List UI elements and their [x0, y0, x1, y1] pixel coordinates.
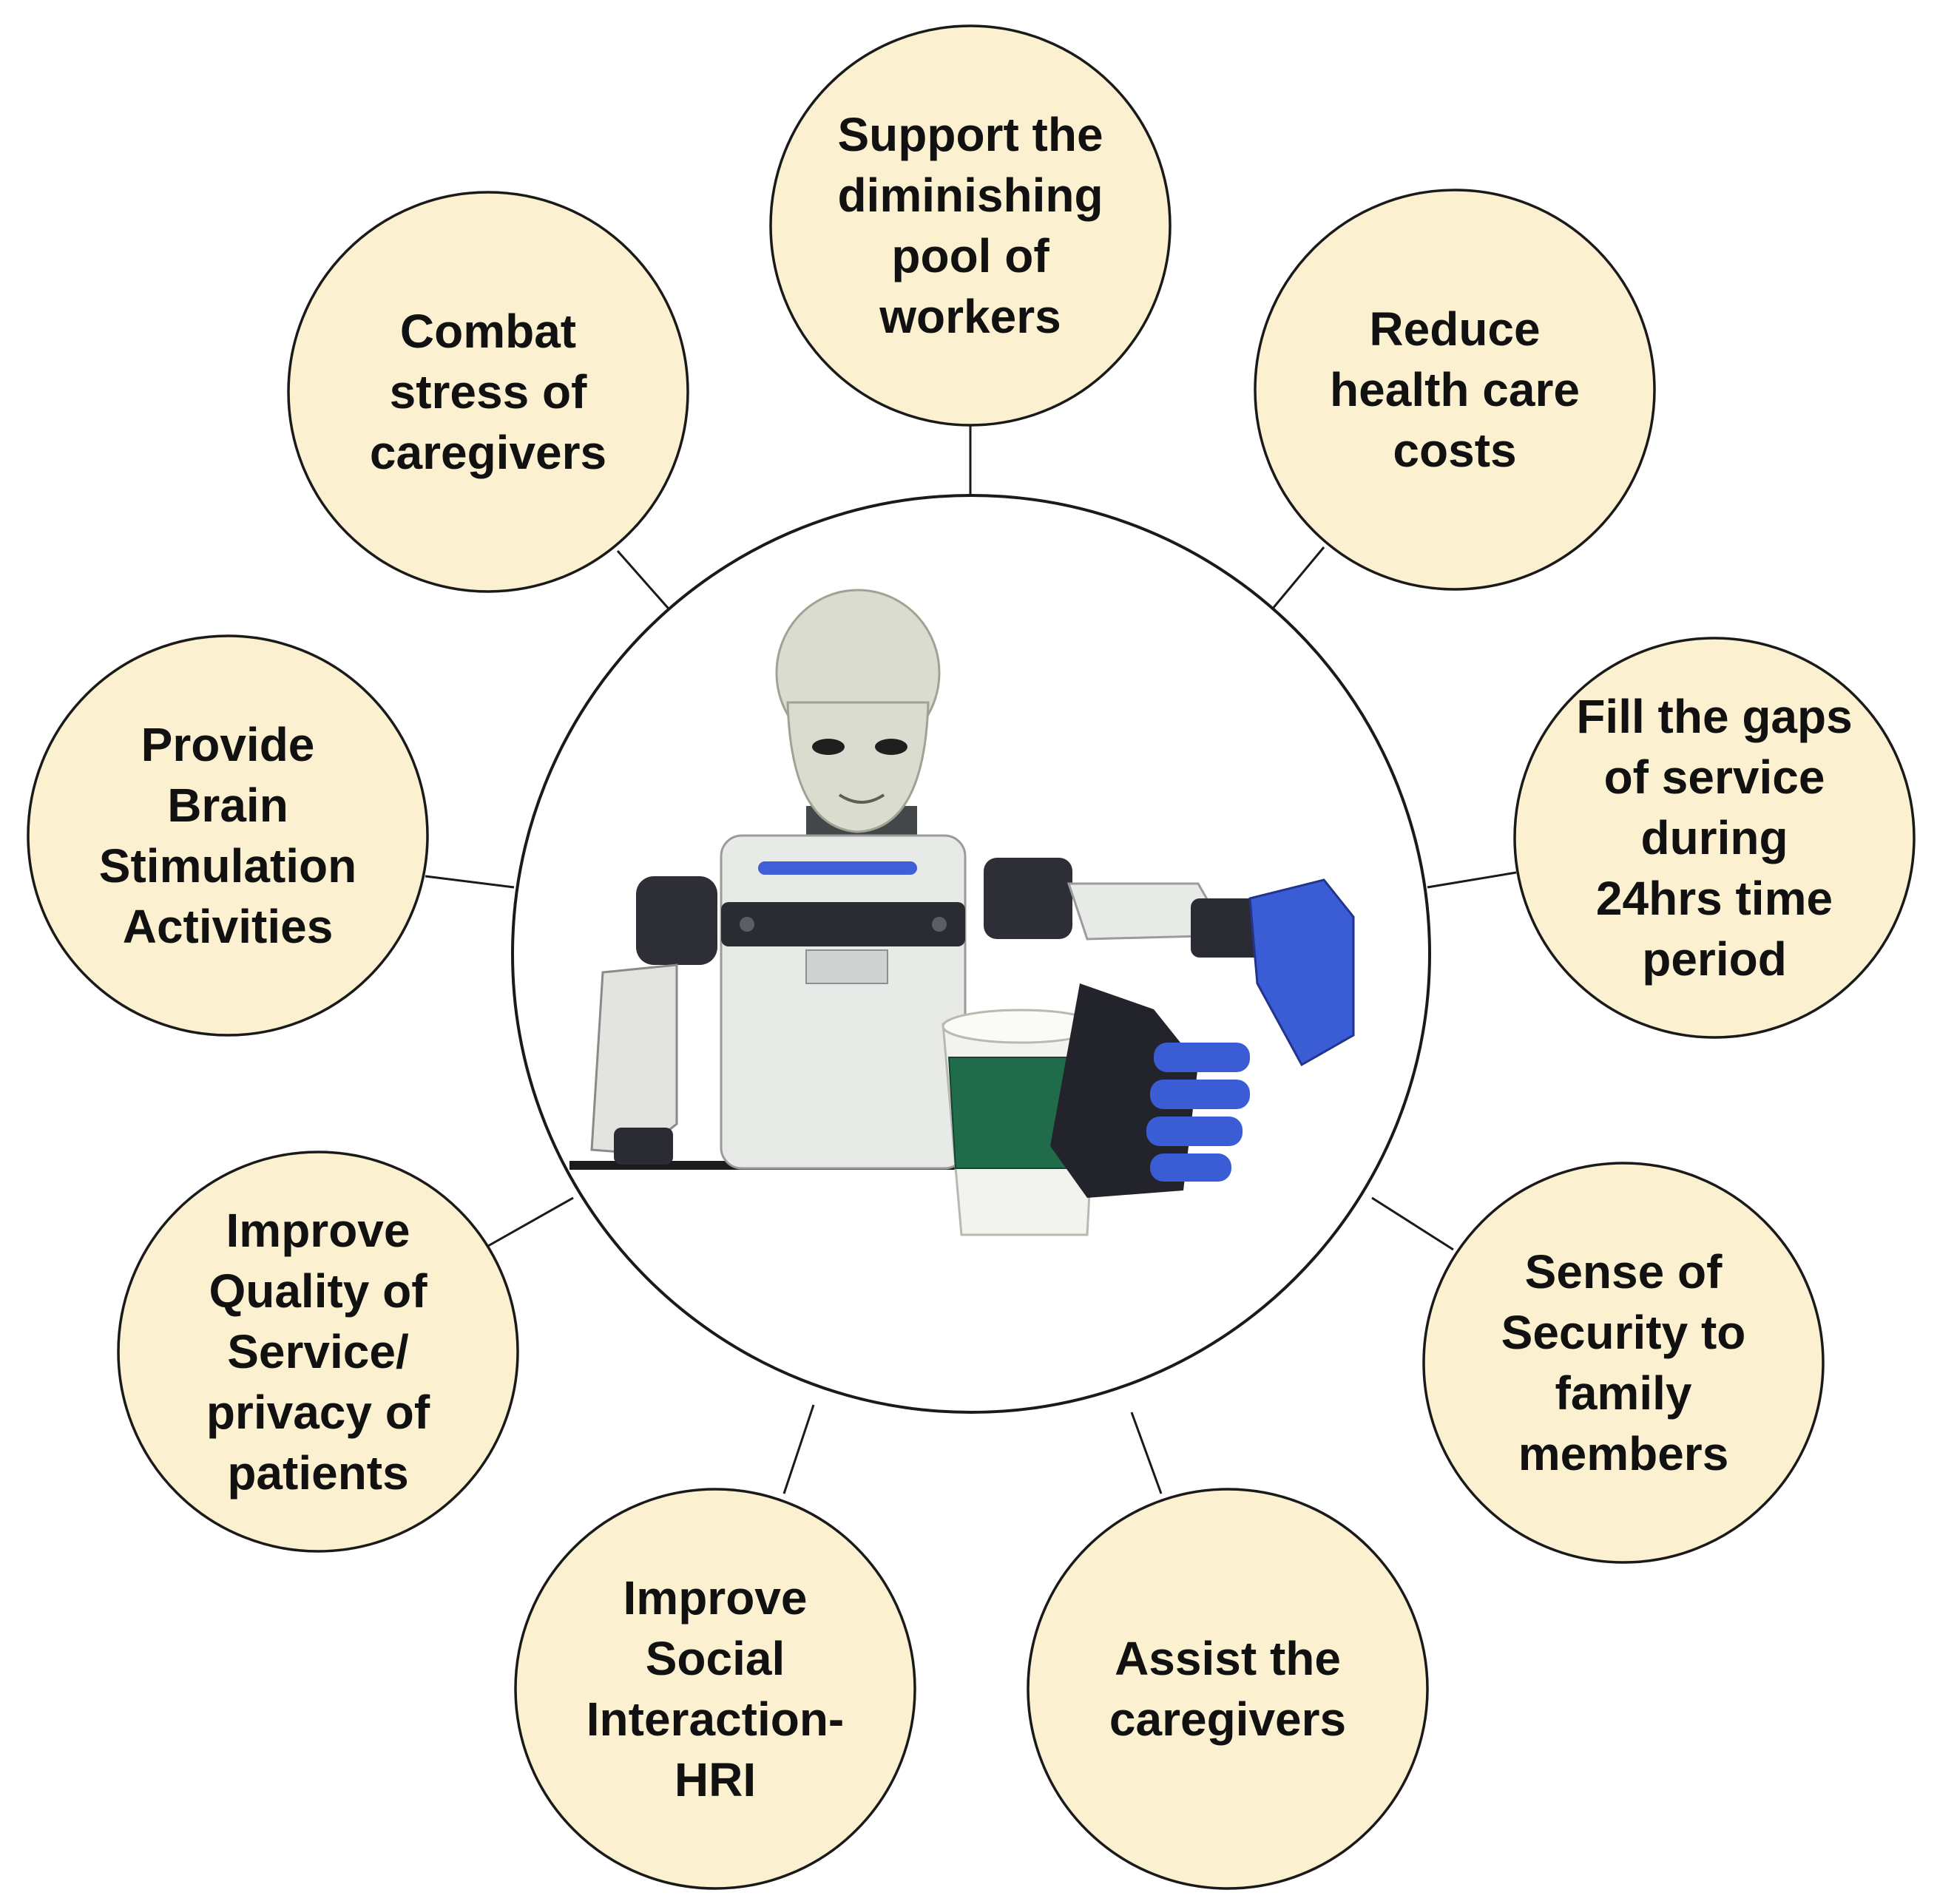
robot-face: [786, 701, 930, 833]
status-light-bar: [758, 861, 917, 875]
finger-2: [1150, 1080, 1250, 1109]
connector-left: [425, 875, 515, 889]
benefit-label-right: Fill the gaps of service during 24hrs ti…: [1576, 690, 1853, 986]
benefit-circle-left: [27, 634, 429, 1037]
mouth: [838, 793, 885, 804]
connector-upper-left: [616, 550, 675, 614]
benefit-label-bottom-right: Assist the caregivers: [1109, 1632, 1347, 1746]
finger-4: [1150, 1153, 1231, 1182]
chest-panel: [805, 949, 888, 984]
benefit-label-bottom-left: Improve Social Interaction- HRI: [586, 1571, 845, 1806]
benefit-circle-top: [769, 24, 1172, 427]
camera-lens-right: [932, 917, 947, 932]
benefit-circle-right: [1513, 637, 1916, 1039]
benefit-circle-lower-right: [1422, 1162, 1825, 1564]
benefit-circle-bottom-left: [514, 1488, 916, 1890]
left-hand: [614, 1128, 673, 1165]
finger-3: [1146, 1117, 1243, 1146]
benefit-label-upper-right: Reduce health care costs: [1330, 302, 1580, 477]
finger-1: [1154, 1043, 1250, 1072]
left-shoulder-joint: [636, 876, 717, 965]
center-circle: [511, 494, 1431, 1414]
benefit-label-upper-left: Combat stress of caregivers: [369, 305, 607, 479]
benefit-circle-bottom-right: [1027, 1488, 1429, 1890]
connector-right: [1427, 871, 1517, 889]
connector-bottom-left: [782, 1404, 815, 1494]
camera-lens-left: [740, 917, 754, 932]
robot-image: [569, 589, 1355, 1236]
torso: [720, 834, 967, 1170]
benefit-circle-lower-left: [117, 1151, 519, 1553]
connector-lower-left: [487, 1196, 574, 1247]
left-eye: [812, 739, 845, 755]
right-forearm: [1248, 878, 1355, 1067]
connector-lower-right: [1371, 1196, 1454, 1251]
benefit-label-top: Support the diminishing pool of workers: [837, 108, 1103, 343]
benefit-circle-upper-right: [1254, 189, 1656, 591]
connector-bottom-right: [1130, 1412, 1163, 1494]
left-forearm: [590, 963, 678, 1155]
right-shoulder-joint: [984, 858, 1072, 939]
connector-upper-right: [1267, 546, 1325, 614]
right-eye: [875, 739, 907, 755]
camera-bar: [721, 902, 965, 946]
benefit-circle-upper-left: [287, 191, 689, 593]
benefit-label-lower-left: Improve Quality of Service/ privacy of p…: [206, 1204, 430, 1500]
benefit-label-lower-right: Sense of Security to family members: [1501, 1245, 1746, 1480]
benefit-label-left: Provide Brain Stimulation Activities: [98, 718, 357, 953]
